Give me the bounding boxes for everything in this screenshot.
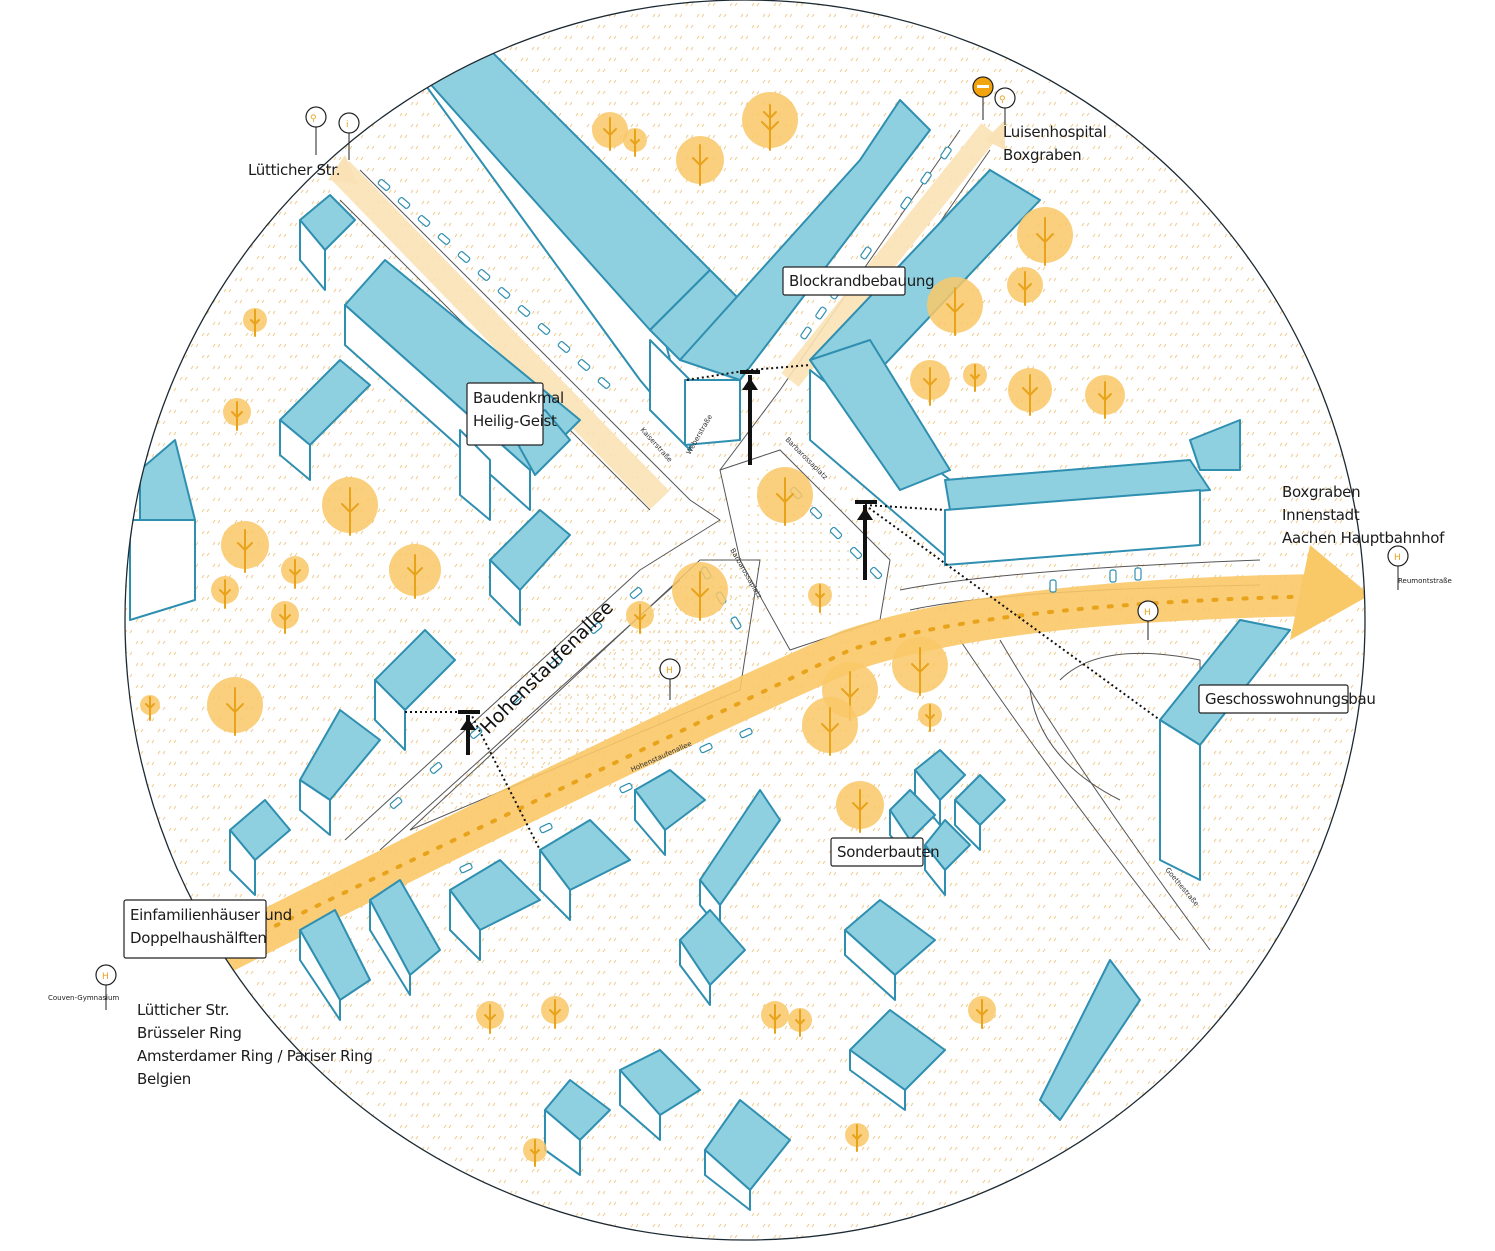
tree [623,128,647,157]
tree [918,703,942,732]
map-circle-border [124,0,1366,1241]
bus-stop-boxgraben: H [1137,600,1159,640]
callout-blockrand-text: Blockrandbebauung [789,272,934,290]
callout-efh-line1: Einfamilienhäuser und [130,906,292,924]
route-luetticher-north [330,160,670,510]
dest-belgien: Belgien [137,1070,191,1088]
tree [211,576,239,609]
tree [808,583,832,613]
tree [1008,368,1052,416]
residential-houses [129,194,791,1211]
dest-amsterdamer-ring: Amsterdamer Ring / Pariser Ring [137,1047,373,1065]
tree [1007,267,1043,306]
callout-baudenkmal-line2: Heilig-Geist [473,412,557,430]
dest-bruesseler-ring: Brüsseler Ring [137,1024,242,1042]
tree [927,277,983,336]
block-perimeter-buildings [399,19,1241,566]
route-arrow-east [1290,545,1365,640]
callout-efh-line2: Doppelhaushälften [130,929,267,947]
info-pin-west: i [338,112,360,160]
callout-baudenkmal-line1: Baudenkmal [473,389,564,407]
callout-sonderbauten: Sonderbauten [830,837,940,867]
callout-blockrand: Blockrandbebauung [782,266,935,296]
bus-stop-label-reumont: Reumontstraße [1398,577,1452,585]
dest-boxgraben-north: Boxgraben [1003,146,1081,164]
tree [910,360,950,406]
tree [221,521,269,573]
tree [626,601,654,634]
tree [523,1138,547,1167]
bus-stop-reumont: H Reumontstraße [1387,545,1452,590]
dest-innenstadt: Innenstadt [1282,506,1360,524]
tree [389,544,441,599]
trees [140,92,1125,1167]
route-arrow-ne [985,120,1005,150]
tree [845,1123,869,1152]
dest-luetticher-south: Lütticher Str. [137,1001,229,1019]
hospital-pin [972,76,994,120]
bike-pin-east: ⚲ [994,87,1016,125]
callout-geschoss-text: Geschosswohnungsbau [1205,690,1376,708]
info-icon: i [346,120,349,130]
apartment-tower [1039,619,1291,1121]
tree [676,136,724,186]
tree [281,556,309,589]
tree [802,697,858,756]
tree [1017,207,1073,266]
tree [271,601,299,634]
tree [140,695,160,721]
tree [476,1001,504,1034]
bike-pin-west: ⚲ [305,106,327,155]
tree [757,467,813,526]
route-arrow-nw [328,155,358,185]
dest-luisenhospital: Luisenhospital [1003,123,1107,141]
bus-stop-label-couven: Couven-Gymnasium [48,994,119,1002]
tree [1085,375,1125,419]
map-content: Hohenstaufenallee Hohenstaufenallee Kais… [125,0,1365,1240]
bus-stop-icon: H [1394,553,1401,563]
bus-stop-couven: H Couven-Gymnasium [48,964,119,1010]
bus-route-line [125,593,1365,1012]
bus-stop-hohenstaufen: H [659,658,681,700]
tree [541,996,569,1029]
tree [223,398,251,431]
tree [592,112,628,151]
tree [892,637,948,696]
tree [207,677,263,736]
hospital-icon [977,85,989,88]
leader-lines [405,364,1161,851]
tree [836,781,884,833]
bus-stop-icon: H [1144,608,1151,618]
bike-icon: ⚲ [310,114,317,124]
callout-efh: Einfamilienhäuser und Doppelhaushälften [123,899,292,959]
bike-icon: ⚲ [999,95,1006,105]
special-buildings [844,749,1006,1111]
tree [761,1001,789,1034]
dest-luetticher-north: Lütticher Str. [248,161,340,179]
tree [963,363,987,392]
callout-baudenkmal: Baudenkmal Heilig-Geist [466,382,564,446]
tree [968,996,996,1029]
bus-stop-icon: H [102,972,109,982]
callout-geschoss: Geschosswohnungsbau [1198,684,1376,714]
tree [788,1008,812,1037]
tree [243,308,267,337]
bus-stop-icon: H [666,666,673,676]
tree [672,562,728,621]
route-luisenhospital [781,123,999,387]
callout-sonderbauten-text: Sonderbauten [837,843,939,861]
dest-hauptbahnhof: Aachen Hauptbahnhof [1282,529,1445,547]
dest-boxgraben-east: Boxgraben [1282,483,1360,501]
tree [742,92,798,151]
tree [322,477,378,536]
